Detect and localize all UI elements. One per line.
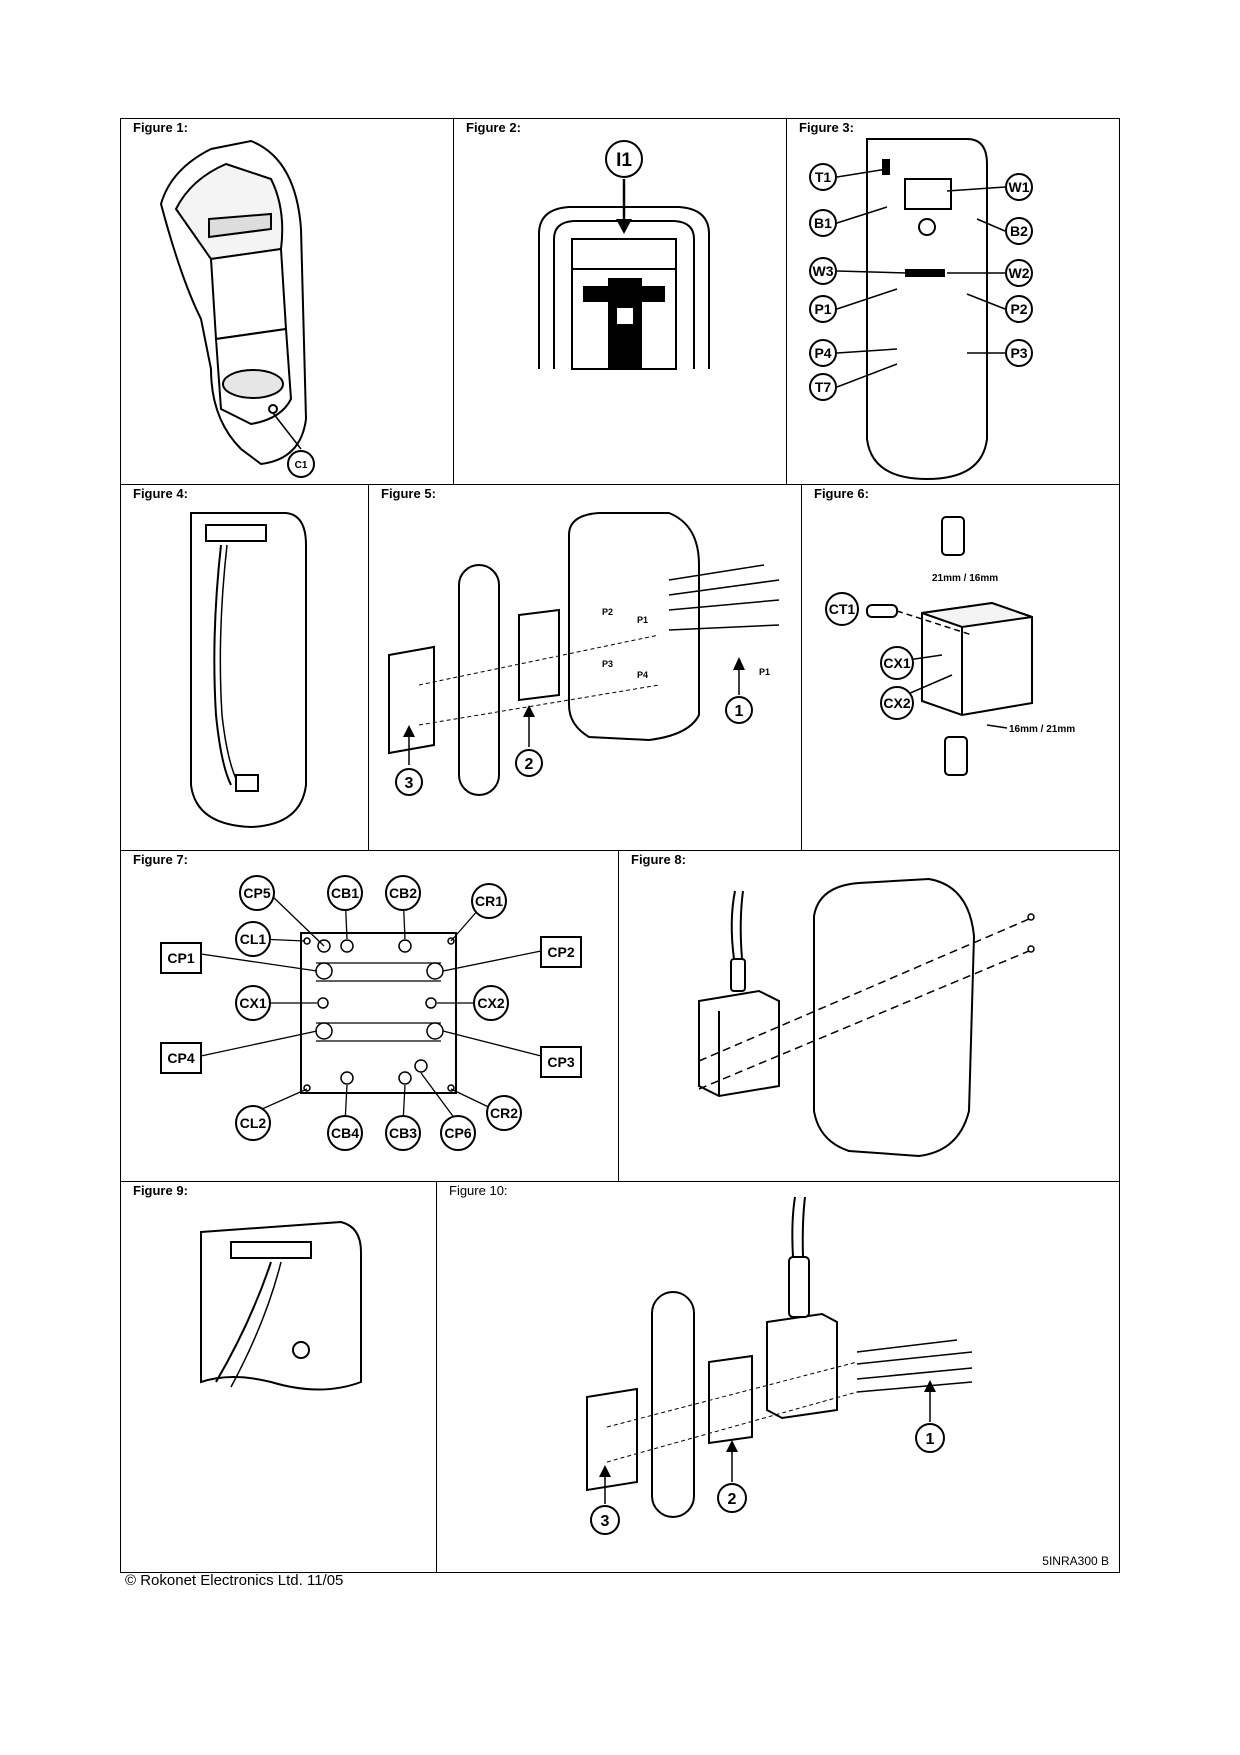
figure-5-label-p3: P3 — [602, 659, 613, 669]
figure-10-title: Figure 10: — [449, 1183, 508, 1198]
figure-6-label-top-size: 21mm / 16mm — [932, 573, 998, 584]
figure-7-callout-cb1: CB1 — [331, 885, 359, 901]
figure-4-panel: Figure 4: — [120, 484, 370, 852]
figure-3-callout-w1: W1 — [1009, 179, 1030, 195]
figure-7-title: Figure 7: — [133, 852, 188, 867]
figure-7-callout-cr1: CR1 — [475, 893, 503, 909]
figure-7-callout-cl2: CL2 — [240, 1115, 267, 1131]
figure-3-callout-p3: P3 — [1010, 345, 1027, 361]
figure-5-label-p2: P2 — [602, 607, 613, 617]
figure-7-callout-cb4: CB4 — [331, 1125, 359, 1141]
figure-3-callout-p2: P2 — [1010, 301, 1027, 317]
figure-5-callout-3: 3 — [405, 775, 414, 792]
figure-5-callout-2: 2 — [525, 756, 534, 773]
figure-6-title: Figure 6: — [814, 486, 869, 501]
figure-7-box-knockouts-drawing: CP5 CB1 CB2 CR1 CL1 CX1 CX2 CL2 CB4 CB3 … — [160, 875, 582, 1151]
figure-7-callout-cp5: CP5 — [243, 885, 270, 901]
figure-3-callouts: T1 W1 B1 B2 W3 W2 P1 P2 P4 P3 T7 — [809, 163, 1033, 401]
figure-3-back-plate-drawing: T1 W1 B1 B2 W3 W2 P1 P2 P4 P3 T7 — [809, 138, 1033, 481]
figure-3-callout-b1: B1 — [814, 215, 832, 231]
figure-7-box-label-cp4: CP4 — [167, 1050, 194, 1066]
figure-5-panel: Figure 5: P2 P1 P3 P4 P1 — [368, 484, 803, 852]
figure-9-panel: Figure 9: — [120, 1181, 438, 1573]
figure-6-callout-cx1: CX1 — [883, 655, 910, 671]
figure-1-callout-marker — [287, 450, 315, 478]
figure-5-label-p1-inner: P1 — [637, 615, 648, 625]
figure-4-wiring-drawing — [190, 512, 307, 829]
figure-3-panel: Figure 3: — [786, 118, 1120, 486]
figure-10-callout-3: 3 — [601, 1513, 610, 1530]
figure-3-callout-p1: P1 — [814, 301, 831, 317]
figure-5-label-p1-screws: P1 — [759, 667, 770, 677]
figure-7-callout-cx1: CX1 — [239, 995, 266, 1011]
figure-3-callout-t1: T1 — [815, 169, 832, 185]
figure-5-callout-1: 1 — [735, 703, 744, 720]
figure-3-callout-w2: W2 — [1009, 265, 1030, 281]
figure-8-title: Figure 8: — [631, 852, 686, 867]
figure-5-title: Figure 5: — [381, 486, 436, 501]
figure-3-callout-b2: B2 — [1010, 223, 1028, 239]
figure-2-callout-i1: I1 — [616, 150, 632, 171]
figure-6-callout-ct1: CT1 — [829, 601, 856, 617]
figure-7-callout-cl1: CL1 — [240, 931, 267, 947]
figure-1-detector-drawing: C1 — [159, 139, 315, 478]
figure-1-callout-c1: C1 — [295, 460, 308, 471]
figure-2-enclosure-drawing: I1 — [538, 140, 710, 370]
figure-7-box-label-cp3: CP3 — [547, 1054, 574, 1070]
figure-9-title: Figure 9: — [133, 1183, 188, 1198]
figure-9-wiring-detail-drawing — [200, 1220, 362, 1391]
figure-2-panel: Figure 2: I1 — [453, 118, 788, 486]
figure-3-title: Figure 3: — [799, 120, 854, 135]
figure-10-callout-1: 1 — [926, 1431, 935, 1448]
figure-6-panel: Figure 6: 21mm / 16mm 16mm / 21mm CT1 — [801, 484, 1120, 852]
figure-8-panel: Figure 8: — [618, 850, 1120, 1183]
figure-6-conduit-box-drawing: 21mm / 16mm 16mm / 21mm CT1 CX1 CX2 — [825, 516, 1075, 776]
figure-7-callout-cb3: CB3 — [389, 1125, 417, 1141]
figure-7-box-label-cp1: CP1 — [167, 950, 194, 966]
figure-6-callout-cx2: CX2 — [883, 695, 910, 711]
figure-1-panel: Figure 1: C1 — [120, 118, 455, 486]
figure-1-title: Figure 1: — [133, 120, 188, 135]
copyright-footer: © Rokonet Electronics Ltd. 11/05 — [125, 1572, 344, 1589]
figure-5-pole-mount-drawing: P2 P1 P3 P4 P1 1 2 3 — [388, 512, 780, 796]
figure-7-callout-cb2: CB2 — [389, 885, 417, 901]
figure-7-callout-cr2: CR2 — [490, 1105, 518, 1121]
figure-8-box-attach-drawing — [698, 877, 1035, 1158]
figure-7-callout-cp6: CP6 — [444, 1125, 471, 1141]
figure-2-title: Figure 2: — [466, 120, 521, 135]
figure-10-panel: Figure 10: — [436, 1181, 1120, 1573]
figure-7-box-label-cp2: CP2 — [547, 944, 574, 960]
figure-3-callout-t7: T7 — [815, 379, 832, 395]
figure-3-callout-p4: P4 — [814, 345, 831, 361]
figure-6-label-bottom-size: 16mm / 21mm — [1009, 724, 1075, 735]
document-id: 5INRA300 B — [1042, 1554, 1109, 1568]
figure-5-label-p4: P4 — [637, 670, 648, 680]
figure-10-pole-box-mount-drawing: 1 2 3 — [586, 1196, 973, 1535]
figure-4-title: Figure 4: — [133, 486, 188, 501]
figure-10-callout-2: 2 — [728, 1491, 737, 1508]
figure-7-callout-cx2: CX2 — [477, 995, 504, 1011]
figure-3-callout-w3: W3 — [813, 263, 834, 279]
figure-7-panel: Figure 7: — [120, 850, 620, 1183]
